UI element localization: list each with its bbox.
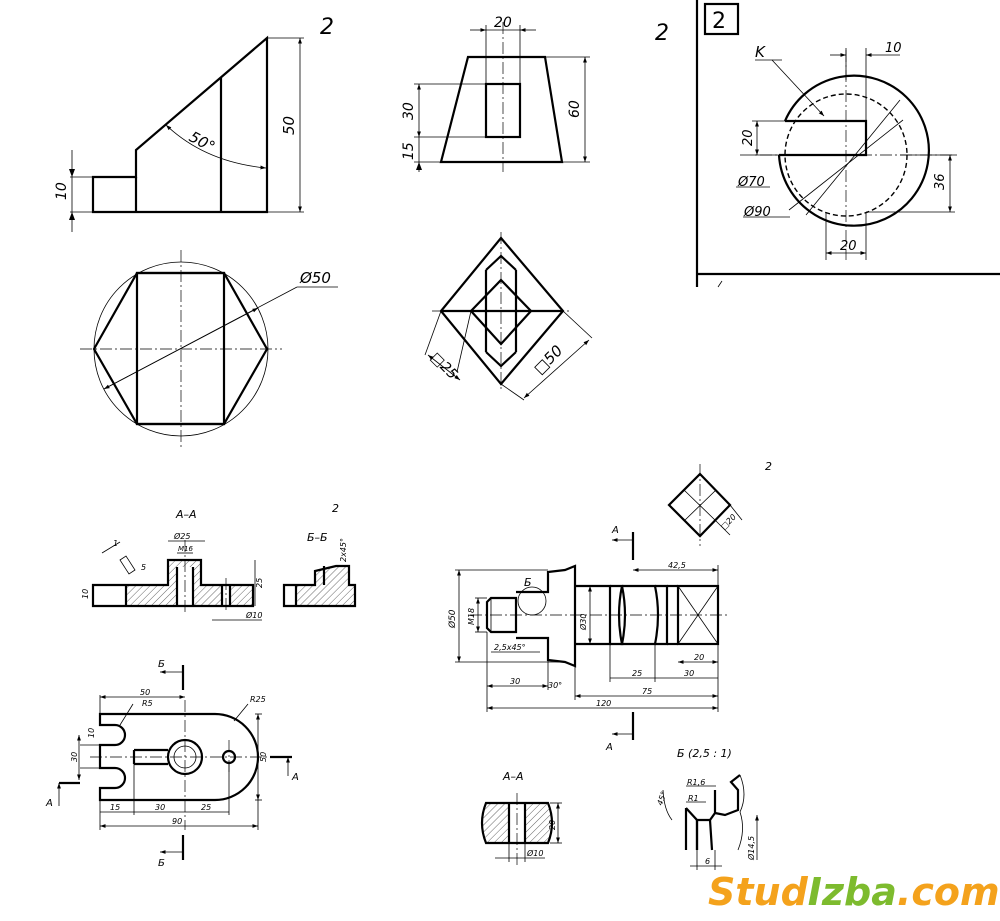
cut-b-top: Б [158, 659, 165, 670]
square-detail: □20 [667, 464, 743, 546]
dim-d90: Ø90 [743, 205, 771, 220]
dim-r16: R1,6 [687, 778, 705, 787]
dim-m16: М16 [178, 545, 193, 553]
angle-50: 50° [186, 128, 218, 156]
dim-a30: 30° [548, 681, 562, 690]
dim-d30: Ø30 [578, 614, 588, 631]
dim-b90: 90 [172, 817, 182, 826]
shaft-view: Б А А Ø50 М18 2,5х45° Ø30 42,5 25 30 20 [447, 525, 728, 753]
panel-top-right: 2 K 10 20 Ø70 Ø90 36 [695, 0, 1000, 288]
dim-t50: 50 [140, 688, 150, 697]
cut-a-right: А [291, 772, 299, 783]
dim-20: 20 [494, 15, 512, 31]
dim-d145: Ø14,5 [746, 836, 756, 861]
dim-1: 1 [113, 539, 118, 548]
dim-20-bottom: 20 [840, 239, 857, 254]
section-view: K 10 20 Ø70 Ø90 36 20 [736, 41, 960, 260]
watermark-part3: .com [897, 870, 1000, 914]
sheet-number: 2 [765, 460, 772, 473]
dim-section-d10: Ø10 [526, 848, 543, 858]
dim-h25: 25 [632, 669, 642, 678]
dim-v10: 10 [81, 589, 90, 599]
dim-v50: 50 [259, 752, 268, 762]
dim-h30a: 30 [684, 669, 694, 678]
dim-v30: 30 [70, 752, 79, 762]
dim-b30: 30 [155, 803, 165, 812]
dim-15: 15 [401, 142, 417, 160]
front-view: 10 50 50° [54, 35, 304, 232]
dim-sq20: □20 [719, 512, 738, 531]
panel-top-left: 2 10 50 50° Ø50 [54, 15, 338, 448]
section-aa: 1 5 Ø25 М16 25 10 Ø10 [81, 531, 264, 621]
sheet-number: 2 [712, 9, 726, 34]
sheet-number: 2 [655, 21, 669, 46]
label-k: K [755, 43, 766, 61]
dim-v10b: 10 [87, 728, 96, 738]
dim-m18: М18 [467, 608, 476, 625]
watermark-part1: Stud [708, 870, 809, 914]
section-aa-title: А–А [502, 770, 524, 783]
dim-50: 50 [280, 116, 298, 135]
dim-30: 30 [401, 102, 417, 120]
dim-chamfer: 2,5х45° [494, 643, 526, 652]
dim-section-20: 20 [548, 820, 557, 830]
dim-chamfer: 2х45° [339, 538, 348, 562]
watermark-part2: Izba [808, 870, 897, 914]
panel-bottom-left: 2 А–А Б–Б 1 5 Ø25 М16 25 10 Ø10 [45, 502, 357, 869]
dim-h20: 20 [694, 653, 704, 662]
svg-text:StudIzba.com: StudIzba.com [708, 870, 1000, 914]
detail-b: Б (2,5 : 1) R1,6 R1 45° 6 Ø14,5 [655, 747, 759, 870]
dim-v25: 25 [255, 578, 264, 588]
dim-60: 60 [567, 100, 583, 118]
cut-a-left: А [45, 798, 53, 809]
dim-a45: 45° [655, 790, 668, 806]
dim-sq50: □50 [530, 342, 566, 378]
section-bb: 2х45° [282, 538, 357, 608]
dim-20-left: 20 [741, 129, 756, 146]
section-aa-title: А–А [175, 508, 197, 521]
cut-b-bottom: Б [158, 858, 165, 869]
dim-h120: 120 [596, 699, 611, 708]
sheet-number: 2 [320, 15, 334, 40]
dim-six: 6 [705, 857, 710, 866]
dim-425: 42,5 [668, 561, 686, 570]
dim-r1: R1 [688, 794, 699, 803]
dim-sq25: □25 [427, 350, 460, 383]
panel-bottom-right: 2 □20 Б А А Ø50 [447, 460, 772, 870]
detail-title: Б (2,5 : 1) [677, 747, 732, 760]
front-view: 20 30 15 60 [401, 15, 590, 172]
top-view: □25 □50 [424, 232, 593, 401]
dim-h75: 75 [642, 687, 652, 696]
watermark: StudIzba.com [708, 870, 1000, 914]
sheet-number: 2 [332, 502, 339, 515]
dim-r5: R5 [142, 699, 153, 708]
section-bb-title: Б–Б [307, 531, 328, 544]
dim-diameter-50: Ø50 [299, 269, 331, 287]
dim-r25: R25 [250, 695, 266, 704]
cut-a-top: А [611, 525, 619, 536]
dim-d10: Ø10 [245, 610, 262, 620]
plan-view: Б Б А А 50 R5 R25 10 30 50 15 30 25 [45, 659, 299, 869]
dim-d25: Ø25 [173, 531, 190, 541]
section-aa-small: А–А 20 Ø10 [480, 770, 562, 866]
top-view: Ø50 [80, 250, 338, 448]
panel-top-middle: 2 20 30 15 60 [401, 15, 669, 401]
dim-10: 10 [54, 182, 70, 200]
dim-36: 36 [933, 173, 948, 190]
dim-10: 10 [885, 41, 902, 56]
dim-b15: 15 [110, 803, 120, 812]
dim-b25: 25 [201, 803, 211, 812]
cut-a-bottom: А [605, 742, 613, 753]
dim-d50: Ø50 [447, 609, 458, 629]
label-b: Б [524, 576, 532, 589]
dim-h30b: 30 [510, 677, 520, 686]
dim-d70: Ø70 [737, 175, 765, 190]
dim-5: 5 [141, 563, 146, 572]
